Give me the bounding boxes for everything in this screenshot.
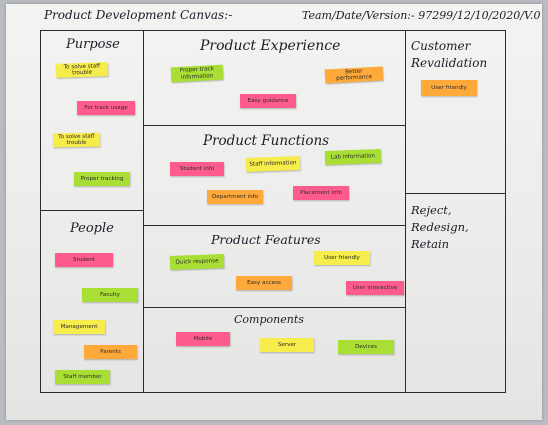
frame-left (40, 30, 41, 393)
sticky-note: Proper tracking (74, 172, 130, 186)
sticky-note: Lab information (324, 149, 382, 165)
sticky-note: Proper track information (170, 64, 224, 83)
sticky-note: Faculty (82, 288, 138, 302)
product-features-heading: Product Features (211, 232, 321, 247)
team-date-version: Team/Date/Version:- 97299/12/10/2020/V.0 (302, 9, 541, 22)
sticky-note: Parents (84, 345, 137, 359)
frame-bottom (40, 392, 506, 393)
sticky-note: To solve staff trouble (52, 132, 101, 148)
sticky-note: Student (55, 253, 113, 267)
purpose-heading: Purpose (66, 37, 120, 52)
people-heading: People (70, 221, 114, 236)
sticky-note: Easy access (236, 276, 292, 290)
sticky-note: Student info (170, 162, 224, 176)
divider-right-column (405, 30, 406, 393)
divider-left-column (143, 30, 144, 393)
sticky-note: Devices (338, 340, 394, 354)
sticky-note: Mobile (176, 332, 230, 346)
divider-functions-features (143, 225, 406, 226)
sticky-note: Management (53, 320, 105, 334)
reject-redesign-retain-heading: Reject, Redesign, Retain (411, 203, 469, 251)
sticky-note: User interactive (346, 281, 404, 295)
canvas-title: Product Development Canvas:- (44, 8, 233, 22)
product-functions-heading: Product Functions (203, 133, 330, 149)
sticky-note: Quick response (169, 254, 225, 270)
sticky-note: To solve staff trouble (55, 62, 109, 78)
frame-top (40, 30, 506, 31)
divider-experience-functions (143, 125, 406, 126)
divider-purpose-people (40, 210, 144, 211)
divider-features-components (143, 307, 406, 308)
sticky-note: Staff member (55, 370, 110, 384)
sticky-note: Easy guidance (240, 94, 296, 108)
sticky-note: For track usage (77, 101, 135, 115)
sticky-note: Server (260, 338, 314, 352)
sticky-note: Staff information (245, 156, 301, 172)
divider-revalidation-reject (405, 193, 506, 194)
sticky-note: Placement info (293, 186, 349, 200)
sticky-note: User friendly (421, 80, 477, 96)
sticky-note: Department info (207, 190, 263, 204)
product-experience-heading: Product Experience (200, 38, 341, 54)
customer-revalidation-heading: Customer Revalidation (411, 39, 488, 70)
components-heading: Components (234, 313, 304, 326)
frame-right (505, 30, 506, 393)
sticky-note: User friendly (314, 251, 370, 265)
